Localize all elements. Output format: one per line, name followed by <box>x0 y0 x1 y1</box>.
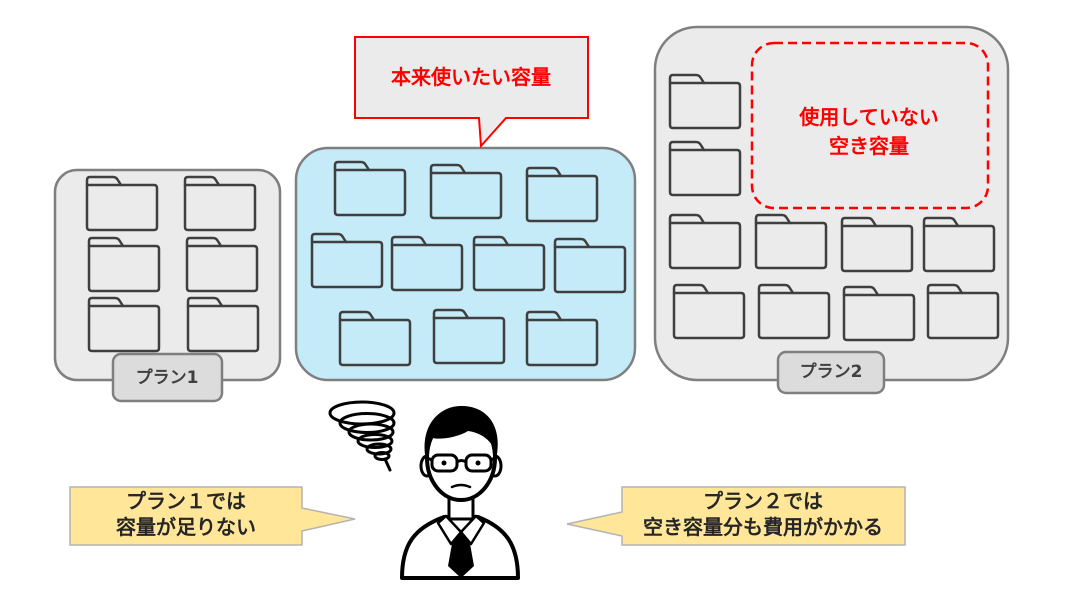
folder-icon <box>390 235 464 292</box>
collar-right <box>459 514 486 546</box>
plan2-label-text: プラン2 <box>800 361 863 382</box>
dizzy-swirl-icon <box>328 400 396 472</box>
folder-icon <box>553 237 627 294</box>
collar-left <box>436 514 463 546</box>
needed-capacity-container <box>294 146 637 382</box>
folder-icon <box>310 232 384 289</box>
glasses-icon <box>426 453 496 473</box>
folder-icon <box>87 296 161 353</box>
callout-bubble <box>354 36 589 149</box>
plan2-container: 使用していない 空き容量 プラン2 <box>653 25 1010 395</box>
folder-icon <box>754 213 828 270</box>
plan1-label-box <box>111 352 224 403</box>
plan2-label: プラン2 <box>776 350 886 395</box>
folder-icon <box>757 283 831 340</box>
confused-person-icon <box>328 400 520 580</box>
plan1-comment-line-2: 容量が足りない <box>116 515 256 539</box>
unused-space: 使用していない 空き容量 <box>750 41 990 210</box>
folder-icon <box>525 166 599 223</box>
plan1-label-text: プラン1 <box>136 367 199 388</box>
folder-icon <box>333 160 407 217</box>
folder-icon <box>672 283 746 340</box>
folder-icon <box>842 285 916 342</box>
plan2-label-box <box>776 350 886 395</box>
folder-icon <box>429 163 503 220</box>
plan1-container: プラン1 <box>53 168 282 403</box>
folder-icon <box>525 310 599 367</box>
folder-icon <box>186 296 260 353</box>
folder-icon <box>668 140 742 197</box>
folder-icon <box>668 73 742 130</box>
plan2-comment-line-1: プラン２では <box>703 489 823 513</box>
plan2-comment: プラン２では 空き容量分も費用がかかる <box>566 486 906 546</box>
folder-icon <box>668 213 742 270</box>
unused-space-line-1: 使用していない <box>798 105 938 129</box>
folder-icon <box>922 216 996 273</box>
plan2-comment-bubble <box>566 486 906 546</box>
folder-icon <box>85 175 159 232</box>
plan1-comment-bubble <box>69 486 356 546</box>
folder-icon <box>840 216 914 273</box>
plan1-comment-line-1: プラン１では <box>126 489 246 513</box>
unused-space-line-2: 空き容量 <box>829 134 909 158</box>
folder-icon <box>432 308 506 365</box>
folder-icon <box>338 310 412 367</box>
unused-space-box <box>750 41 990 210</box>
folder-icon <box>185 236 259 293</box>
person-hair <box>424 405 498 460</box>
folder-icon <box>926 283 1000 340</box>
person-mouth <box>450 483 472 489</box>
folder-icon <box>87 236 161 293</box>
necktie <box>448 530 474 578</box>
needed-capacity-callout: 本来使いたい容量 <box>354 36 589 149</box>
plan1-label: プラン1 <box>111 352 224 403</box>
plan1-comment: プラン１では 容量が足りない <box>69 486 356 546</box>
folder-icon <box>183 175 257 232</box>
needed-capacity-callout-text: 本来使いたい容量 <box>391 65 551 89</box>
plan2-comment-line-2: 空き容量分も費用がかかる <box>643 515 883 539</box>
folder-icon <box>472 235 546 292</box>
